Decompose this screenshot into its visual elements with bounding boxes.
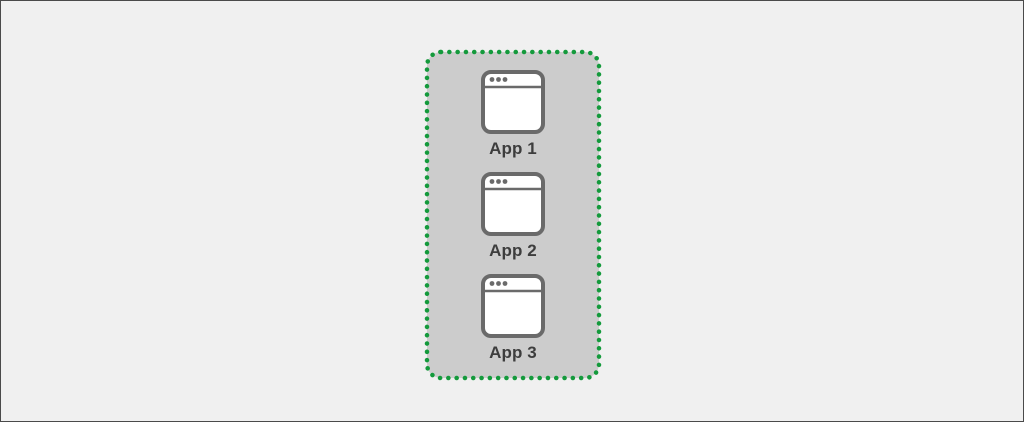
browser-window-icon bbox=[481, 70, 545, 134]
app-2-label: App 2 bbox=[489, 241, 537, 260]
app-3: App 3 bbox=[453, 273, 573, 364]
app-1-label: App 1 bbox=[489, 139, 537, 158]
app-3-label: App 3 bbox=[489, 343, 537, 362]
browser-window-icon bbox=[481, 172, 545, 236]
app-1: App 1 bbox=[453, 69, 573, 160]
app-2: App 2 bbox=[453, 171, 573, 262]
browser-window-icon bbox=[481, 274, 545, 338]
